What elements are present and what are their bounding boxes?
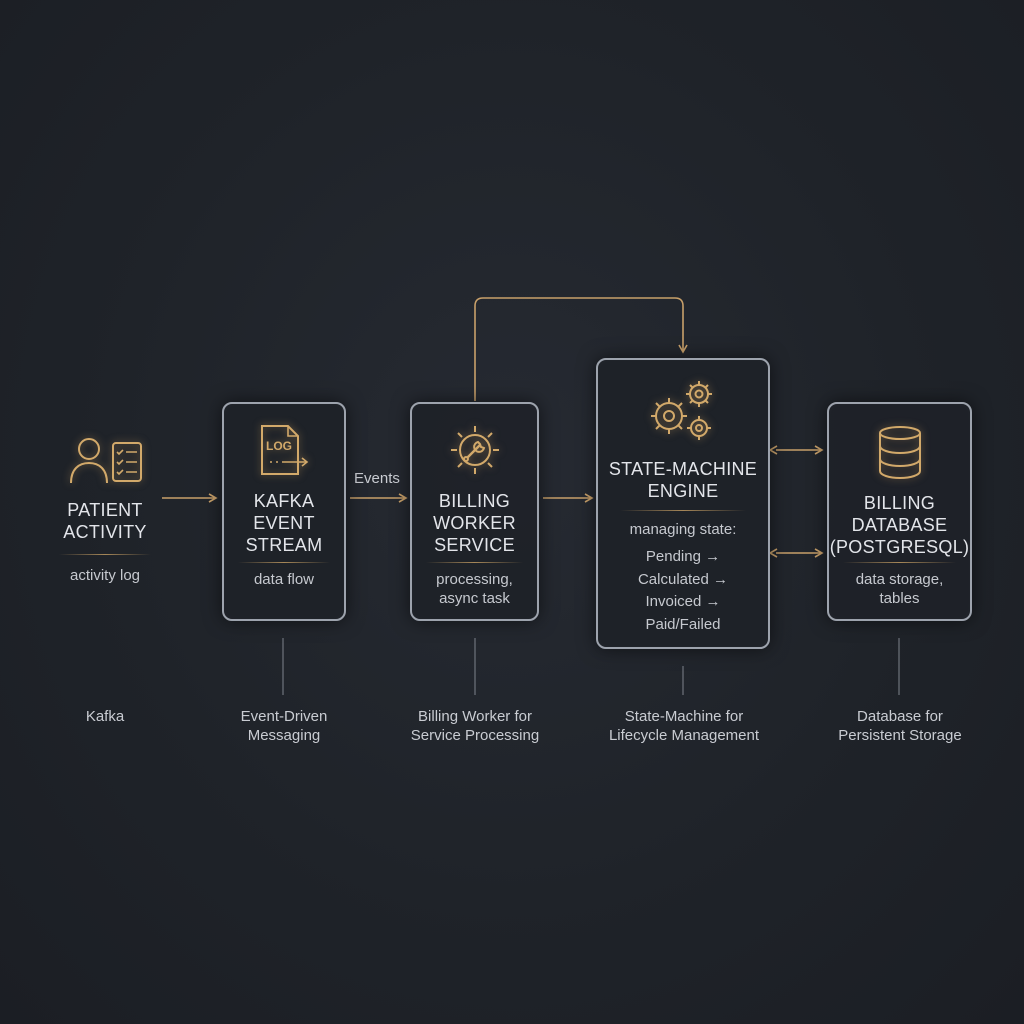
kafka-divider xyxy=(238,562,330,563)
worker-title: BILLING WORKER SERVICE xyxy=(433,491,516,555)
patient-activity-title: PATIENT ACTIVITY xyxy=(63,500,147,542)
gear-wrench-icon xyxy=(450,426,499,474)
node-state-machine-engine: STATE-MACHINE ENGINE managing state: Pen… xyxy=(596,358,770,649)
caption-billing-worker: Billing Worker for Service Processing xyxy=(410,708,540,744)
database-divider xyxy=(843,562,956,563)
state-list: Pending → Calculated → Invoiced → Paid/F… xyxy=(598,546,768,636)
state-calculated: Calculated → xyxy=(637,570,729,588)
caption-database: Database for Persistent Storage xyxy=(838,708,962,744)
database-icon xyxy=(878,426,921,480)
kafka-subtitle: data flow xyxy=(253,571,315,588)
kafka-title: KAFKA EVENT STREAM xyxy=(245,491,323,555)
node-patient-activity: PATIENT ACTIVITY activity log xyxy=(45,425,165,595)
caption-event-driven-messaging: Event-Driven Messaging xyxy=(240,708,328,744)
gears-icon xyxy=(651,381,712,440)
caption-state-machine: State-Machine for Lifecycle Management xyxy=(608,708,760,744)
worker-subtitle: processing, async task xyxy=(436,571,513,607)
state-paid-failed: Paid/Failed xyxy=(645,615,721,633)
database-title: BILLING DATABASE (POSTGRESQL) xyxy=(829,493,970,557)
engine-subtitle: managing state: xyxy=(629,521,737,538)
engine-title: STATE-MACHINE ENGINE xyxy=(608,459,758,501)
node-kafka-event-stream: LOG KAFKA EVENT STREAM data flow xyxy=(222,402,346,621)
node-billing-worker-service: BILLING WORKER SERVICE processing, async… xyxy=(410,402,539,621)
state-invoiced: Invoiced → xyxy=(645,593,721,610)
log-icon-text: LOG xyxy=(266,439,292,453)
patient-activity-subtitle: activity log xyxy=(69,567,141,584)
state-pending: Pending → xyxy=(645,548,721,565)
caption-kafka: Kafka xyxy=(85,708,125,725)
events-edge-label: Events xyxy=(354,470,400,487)
worker-divider xyxy=(426,562,523,563)
patient-activity-divider xyxy=(59,554,151,555)
node-billing-database: BILLING DATABASE (POSTGRESQL) data stora… xyxy=(827,402,972,621)
database-subtitle: data storage, tables xyxy=(855,571,944,607)
log-document-icon: LOG xyxy=(261,425,309,475)
engine-divider xyxy=(620,510,746,511)
arrow-worker-loop-to-engine xyxy=(474,297,688,401)
user-checklist-icon xyxy=(70,438,142,484)
